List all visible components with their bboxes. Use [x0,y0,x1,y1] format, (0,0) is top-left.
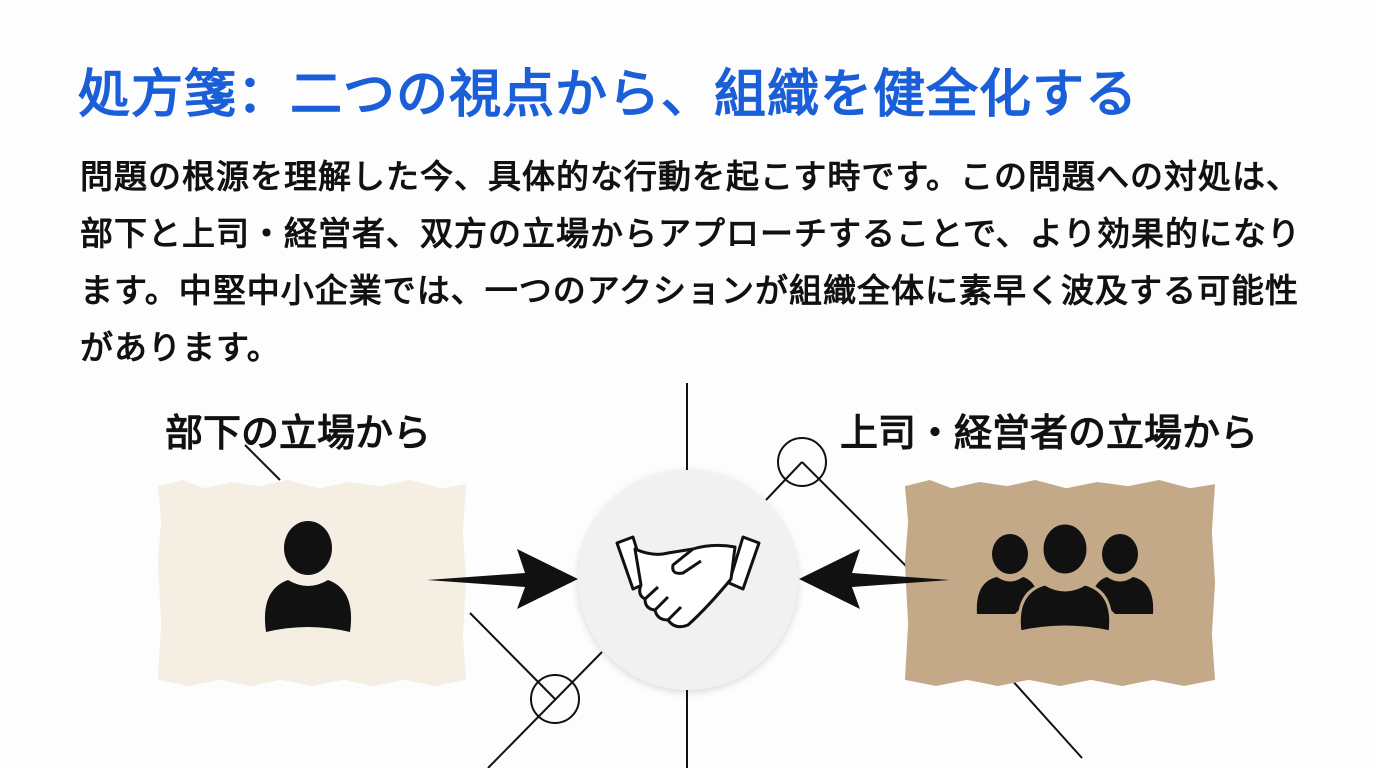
subordinate-card [158,480,466,686]
person-icon [264,521,352,632]
manager-card [905,480,1215,686]
manager-perspective-label: 上司・経営者の立場から [840,411,1259,455]
page-title: 処方箋：二つの視点から、組織を健全化する [78,65,1139,125]
handshake-icon [615,535,761,629]
intro-paragraph: 問題の根源を理解した今、具体的な行動を起こす時です。この問題への対処は、部下と上… [80,157,1302,367]
arrow-left-icon [799,549,950,609]
subordinate-perspective-label: 部下の立場から [165,411,432,455]
group-icon [976,522,1154,634]
arrow-right-icon [427,549,578,609]
